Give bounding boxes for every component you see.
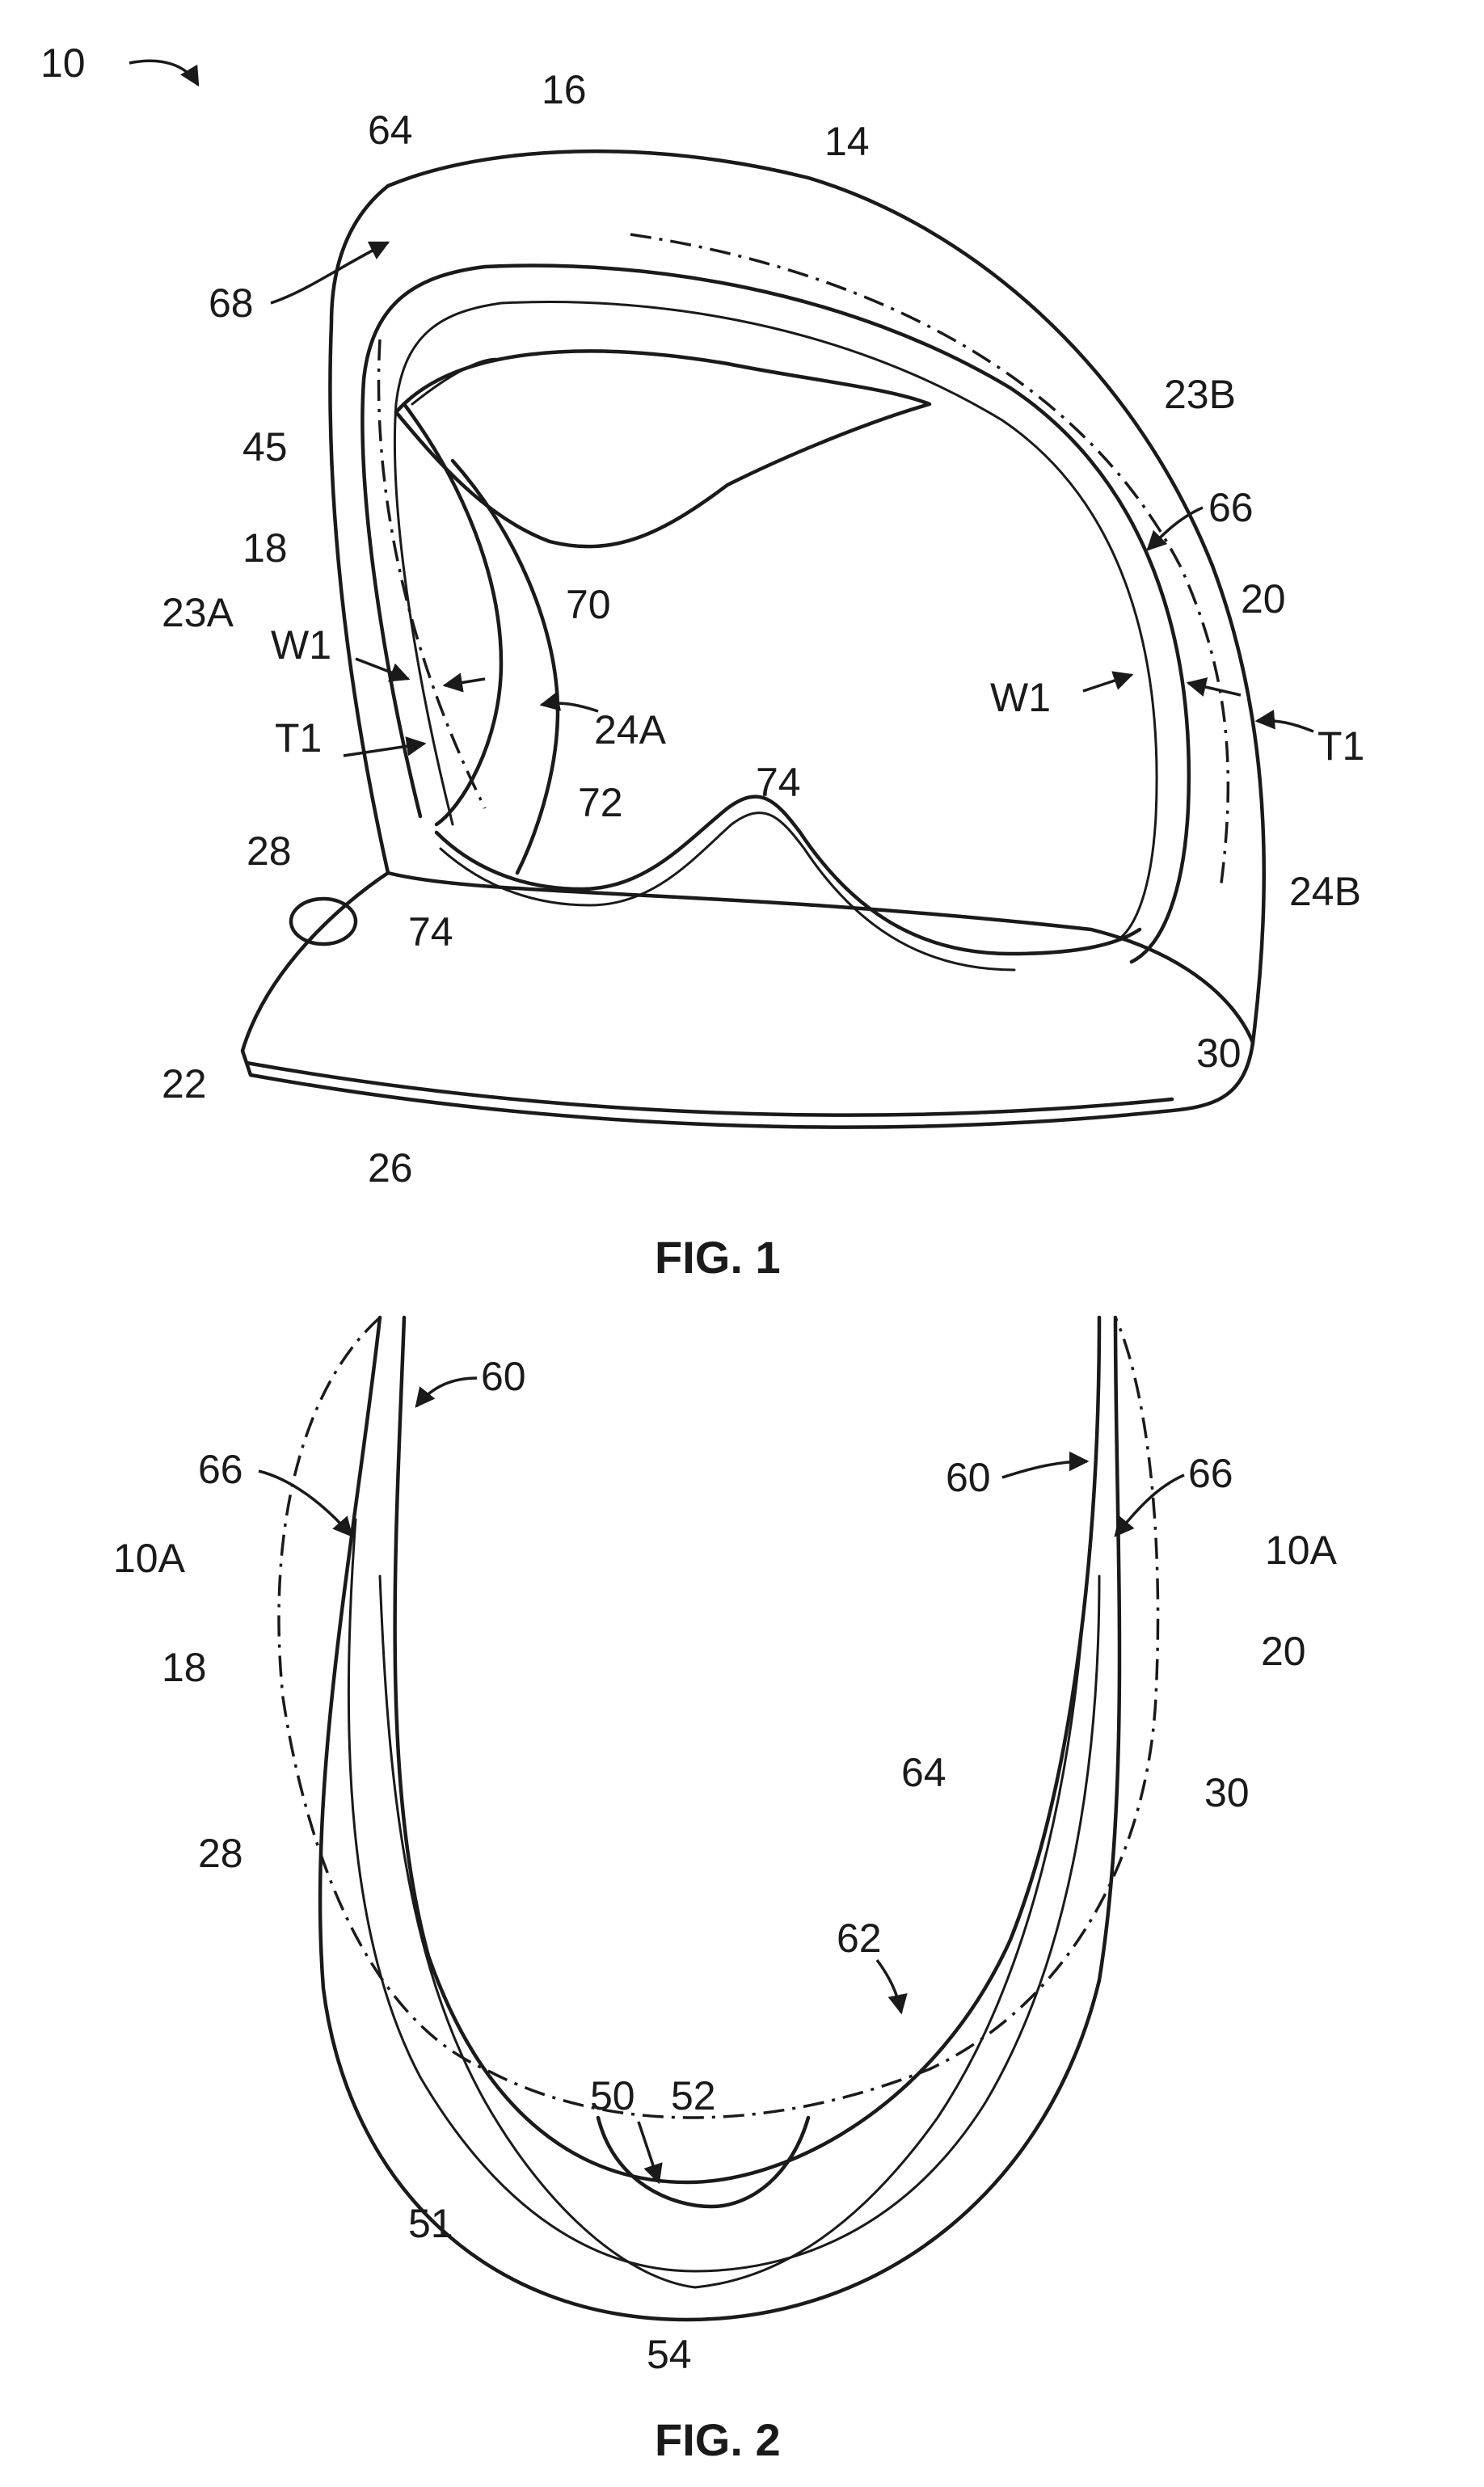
ref-label: 30 — [1204, 1770, 1250, 1815]
ref-label: 64 — [368, 107, 413, 153]
shell-inner-edge — [362, 266, 1188, 962]
ref-label: 45 — [242, 424, 288, 470]
u-inner-2 — [348, 1520, 1099, 2271]
ref-label: 64 — [901, 1750, 946, 1795]
ref-label: 54 — [647, 2332, 692, 2377]
ref-label: T1 — [275, 715, 322, 761]
lower-inner-edge — [436, 797, 1140, 954]
ref-label: 66 — [1208, 485, 1254, 530]
ref-label: 24A — [594, 707, 667, 752]
ref-label: 66 — [1188, 1451, 1233, 1496]
ref-label: 68 — [209, 280, 254, 326]
ref-label: 72 — [578, 780, 623, 825]
ref-label: 23A — [162, 590, 234, 635]
ref-label: 60 — [481, 1354, 526, 1399]
ref-label: 30 — [1196, 1031, 1242, 1076]
u-inner — [395, 1317, 1099, 2182]
ref-label: 28 — [198, 1831, 243, 1876]
ref-label: 20 — [1241, 576, 1286, 622]
ref-label: 51 — [408, 2201, 453, 2246]
figure-1: 10 64 16 14 68 23B 45 66 18 70 20 23A W1… — [40, 40, 1364, 1283]
left-port — [291, 899, 356, 944]
ref-label: 10A — [1265, 1528, 1338, 1573]
left-strut — [404, 404, 501, 824]
ref-label: 16 — [542, 67, 587, 112]
center-pocket — [598, 2118, 808, 2207]
ref-label: 23B — [1164, 372, 1236, 417]
left-strut-2 — [453, 461, 558, 873]
upper-slot — [396, 351, 930, 546]
ref-label: 26 — [368, 1145, 413, 1191]
ref-label: 74 — [756, 760, 801, 805]
lower-inner-edge-2 — [441, 813, 1014, 970]
upper-slot-inner — [412, 359, 501, 404]
figure-caption: FIG. 1 — [655, 1232, 781, 1283]
ref-label: T1 — [1317, 723, 1364, 769]
ref-label: 24B — [1289, 869, 1361, 914]
ref-label: 14 — [824, 119, 870, 164]
ref-label: 50 — [590, 2073, 635, 2118]
figure-2: 60 66 60 66 10A 10A 20 18 64 30 28 62 50… — [113, 1317, 1338, 2465]
ref-label: W1 — [271, 622, 331, 668]
u-outer — [320, 1317, 1119, 2320]
ref-label: 18 — [242, 525, 288, 571]
u-inner-4 — [695, 1617, 1083, 2287]
ref-label: 74 — [408, 909, 453, 955]
shell-outer-edge — [330, 151, 1263, 1043]
outline-10A — [279, 1317, 1158, 2118]
ref-label: 10A — [113, 1536, 186, 1581]
ref-label: 22 — [162, 1061, 207, 1107]
ref-label: 60 — [946, 1455, 991, 1500]
base-lower-edge — [247, 1063, 1172, 1115]
centerline-23B — [630, 234, 1228, 889]
ref-label: W1 — [990, 675, 1051, 720]
ref-label: 62 — [837, 1916, 882, 1961]
ref-label: 10 — [40, 40, 86, 86]
base-outer-edge — [242, 873, 1253, 1128]
ref-label: 18 — [162, 1645, 207, 1690]
ref-label: 20 — [1261, 1629, 1306, 1674]
ref-label: 70 — [566, 582, 611, 627]
ref-label: 66 — [198, 1447, 243, 1492]
figure-caption: FIG. 2 — [655, 2414, 781, 2465]
ref-label: 52 — [671, 2073, 716, 2118]
ref-label: 28 — [247, 828, 292, 874]
